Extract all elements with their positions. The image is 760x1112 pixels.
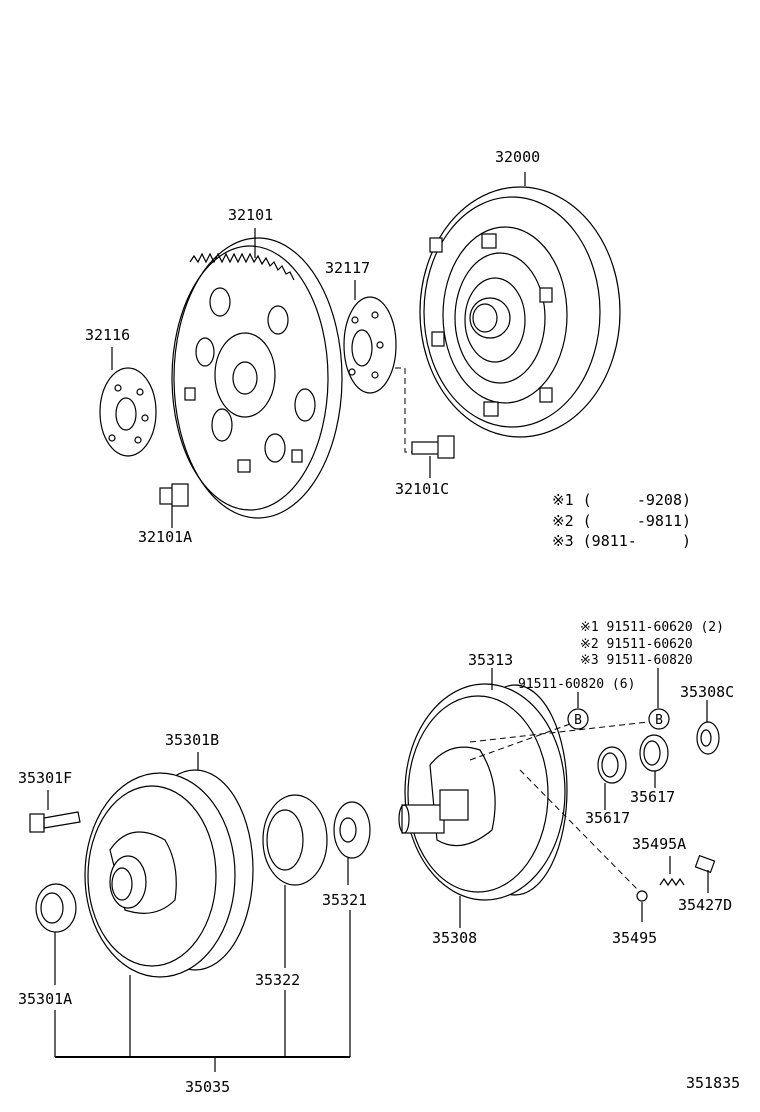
seal-ring-35617-b[interactable]: [639, 734, 669, 772]
bolt-35301F[interactable]: [29, 811, 81, 833]
svg-text:B: B: [655, 713, 663, 728]
kit-bracket-35035: [54, 910, 351, 1072]
label-35322: 35322: [255, 971, 300, 989]
note-line-3: ※3 (9811- ): [552, 532, 691, 550]
drive-gear[interactable]: [333, 801, 371, 859]
label-32101: 32101: [228, 206, 273, 224]
seal-ring-35617-a[interactable]: [597, 746, 627, 784]
label-35301F: 35301F: [18, 769, 72, 787]
label-35301A: 35301A: [18, 990, 72, 1008]
diagram-id: 351835: [686, 1074, 740, 1092]
bolt-note-2: ※2 91511-60620: [580, 637, 693, 652]
label-35427D: 35427D: [678, 896, 732, 914]
label-32101A: 32101A: [138, 528, 192, 546]
label-35495A: 35495A: [632, 835, 686, 853]
plug-35427D[interactable]: [694, 854, 716, 874]
label-35617-right: 35617: [630, 788, 675, 806]
note-line-2: ※2 ( -9811): [552, 512, 691, 530]
label-35308C: 35308C: [680, 683, 734, 701]
bolt-32101A[interactable]: [159, 483, 189, 507]
spacer-plate-32117[interactable]: [343, 296, 397, 394]
stator-shaft-assembly[interactable]: [398, 683, 568, 901]
bolt-32101C[interactable]: [411, 435, 455, 459]
seal-35308C[interactable]: [696, 721, 720, 755]
bolt-note-1: ※1 91511-60620 (2): [580, 620, 724, 635]
label-32117: 32117: [325, 259, 370, 277]
label-35313: 35313: [468, 651, 513, 669]
oil-pump-body[interactable]: [84, 769, 254, 978]
oil-seal-35301A[interactable]: [35, 883, 77, 933]
driven-gear[interactable]: [262, 794, 328, 886]
spacer-plate-32116[interactable]: [99, 367, 157, 457]
label-35617-left: 35617: [585, 809, 630, 827]
spring-35495A[interactable]: [659, 877, 685, 887]
ball-35495[interactable]: [636, 890, 648, 902]
label-bolt-b: 91511-60820 (6): [518, 677, 635, 692]
label-32000: 32000: [495, 148, 540, 166]
drive-plate[interactable]: [171, 237, 343, 519]
label-35301B: 35301B: [165, 731, 219, 749]
callout-b-right: B: [648, 708, 670, 730]
bolt-note-3: ※3 91511-60820: [580, 653, 693, 668]
label-35495: 35495: [612, 929, 657, 947]
label-32101C: 32101C: [395, 480, 449, 498]
label-35035: 35035: [185, 1078, 230, 1096]
note-line-1: ※1 ( -9208): [552, 491, 691, 509]
label-35321: 35321: [322, 891, 367, 909]
callout-b-left: B: [567, 708, 589, 730]
label-32116: 32116: [85, 326, 130, 344]
svg-text:B: B: [574, 713, 582, 728]
torque-converter[interactable]: [419, 186, 621, 438]
label-35308: 35308: [432, 929, 477, 947]
